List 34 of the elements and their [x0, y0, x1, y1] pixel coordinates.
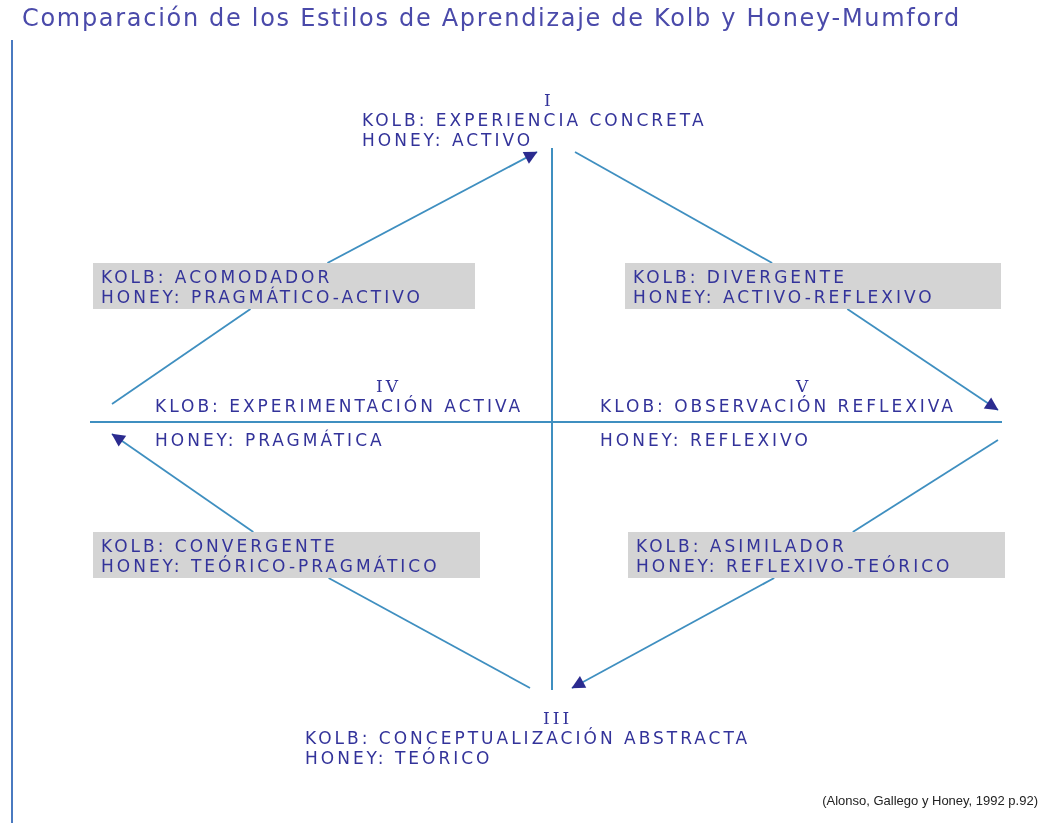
- arrow: [846, 308, 999, 411]
- style-label: HONEY: REFLEXIVO-TEÓRICO: [636, 556, 953, 576]
- arrow: [111, 433, 255, 533]
- style-label: KOLB: ASIMILADOR: [636, 536, 847, 556]
- style-label: KOLB: CONVERGENTE: [101, 536, 338, 556]
- style-label: KOLB: DIVERGENTE: [633, 267, 847, 287]
- arrow: [571, 577, 776, 689]
- arrow: [326, 151, 538, 264]
- pole-label: HONEY: ACTIVO: [362, 130, 534, 150]
- style-label: HONEY: ACTIVO-REFLEXIVO: [633, 287, 935, 307]
- style-label: KOLB: ACOMODADOR: [101, 267, 333, 287]
- connector-line: [111, 308, 252, 405]
- style-label-box: [628, 532, 1005, 578]
- connector-line: [851, 439, 999, 533]
- style-label-box: [93, 532, 480, 578]
- diagram-title: Comparación de los Estilos de Aprendizaje de Kolb y Honey-Mumford: [22, 4, 961, 32]
- style-label: HONEY: TEÓRICO-PRAGMÁTICO: [101, 556, 440, 576]
- pole-label: HONEY: PRAGMÁTICA: [155, 430, 385, 450]
- pole-label: KOLB: CONCEPTUALIZACIÓN ABSTRACTA: [305, 728, 751, 748]
- style-label-box: [625, 263, 1001, 309]
- pole-number: III: [543, 708, 573, 728]
- pole-label: KOLB: EXPERIENCIA CONCRETA: [362, 110, 707, 130]
- style-label: HONEY: PRAGMÁTICO-ACTIVO: [101, 287, 423, 307]
- pole-label: HONEY: REFLEXIVO: [600, 430, 811, 450]
- pole-number: V: [796, 376, 812, 396]
- style-label-box: [93, 263, 475, 309]
- pole-label: HONEY: TEÓRICO: [305, 748, 493, 768]
- pole-label: KLOB: OBSERVACIÓN REFLEXIVA: [600, 396, 956, 416]
- pole-number: IV: [376, 376, 401, 396]
- pole-label: KLOB: EXPERIMENTACIÓN ACTIVA: [155, 396, 524, 416]
- connector-line: [327, 577, 531, 689]
- connector-line: [574, 151, 774, 264]
- pole-number: I: [544, 90, 554, 110]
- source-caption: (Alonso, Gallego y Honey, 1992 p.92): [822, 793, 1038, 808]
